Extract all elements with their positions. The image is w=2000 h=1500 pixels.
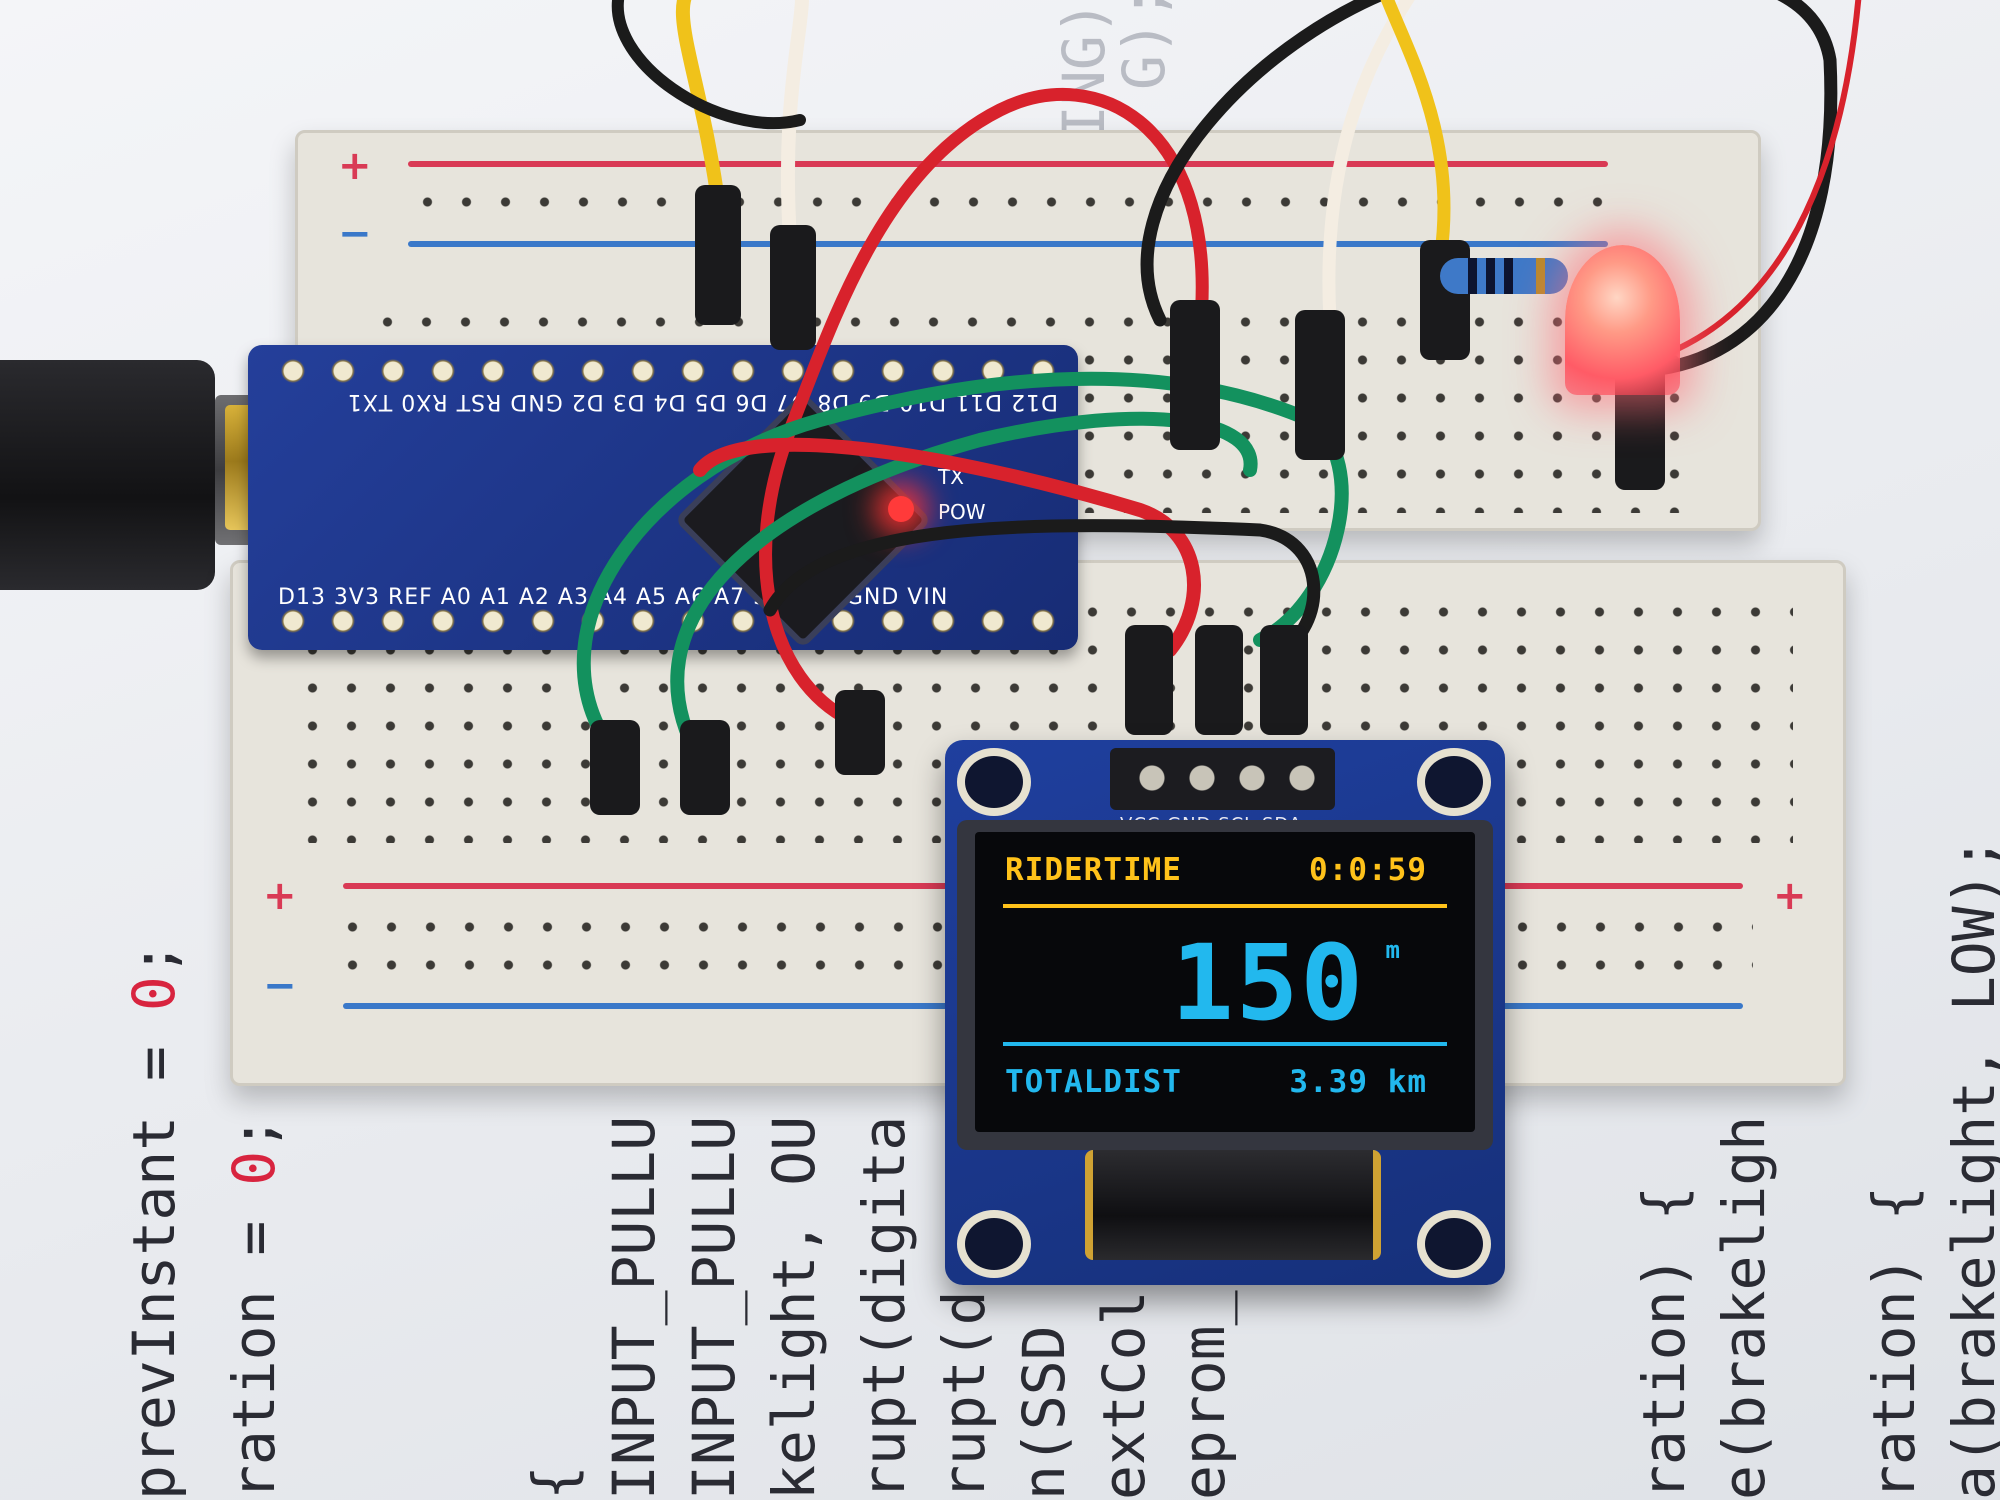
yellow-wire [1380, 0, 1451, 267]
wire-pin [590, 720, 640, 815]
minus-sign: − [263, 963, 297, 1009]
power-rail-negative [408, 241, 1608, 247]
plus-sign: + [1773, 873, 1807, 919]
wire-pin [695, 185, 741, 325]
wire-pin [680, 720, 730, 815]
green-wire [576, 371, 1349, 767]
black-wire [763, 519, 1321, 667]
plus-sign: + [338, 143, 372, 189]
wire-pin [1260, 625, 1308, 735]
black-wire [1140, 0, 1385, 327]
oled-divider-bottom [1003, 1042, 1447, 1046]
oled-divider-top [1003, 904, 1447, 908]
oled-screen: RIDERTIME 0:0:59 150 m TOTALDIST 3.39 km [975, 832, 1475, 1132]
red-wire [1647, 0, 1862, 363]
pow-label: POW [938, 500, 986, 524]
brake-light-led [1565, 245, 1680, 395]
mount-hole [957, 1210, 1031, 1278]
power-led [888, 496, 914, 522]
oled-speed-unit: m [1385, 936, 1400, 964]
oled-distance-value: 3.39 km [1289, 1064, 1427, 1100]
mount-hole [1417, 748, 1491, 816]
oled-title: RIDERTIME [1005, 852, 1182, 888]
yellow-wire [675, 0, 727, 222]
oled-speed-value: 150 [1171, 922, 1365, 1044]
red-wire [693, 437, 1201, 657]
minus-sign: − [338, 211, 372, 257]
wire-pin [1170, 300, 1220, 450]
oled-module: VCC GND SCL SDA RIDERTIME 0:0:59 150 m T… [945, 740, 1505, 1285]
resistor-band [1504, 258, 1513, 294]
nano-header-top [268, 357, 1058, 385]
oled-ride-time: 0:0:59 [1309, 852, 1427, 888]
oled-flex-cable [1085, 1150, 1381, 1260]
red-wire [759, 88, 1209, 727]
resistor-band [1468, 258, 1477, 294]
nano-header-bottom [268, 607, 1058, 635]
wire-pin [1125, 625, 1173, 735]
black-wire [1643, 0, 1838, 377]
resistor-band [1486, 258, 1495, 294]
plus-sign: + [263, 873, 297, 919]
white-wire [1322, 0, 1415, 327]
rail-holes [408, 183, 1628, 225]
mount-hole [1417, 1210, 1491, 1278]
wire-pin [770, 225, 816, 350]
resistor [1440, 258, 1568, 294]
wire-pin [835, 690, 885, 775]
black-wire [611, 0, 806, 130]
resistor-band [1536, 258, 1545, 294]
wire-pin [1295, 310, 1345, 460]
usb-cable [0, 360, 215, 590]
mount-hole [957, 748, 1031, 816]
power-rail-positive [408, 161, 1608, 167]
white-wire [781, 0, 809, 247]
oled-distance-label: TOTALDIST [1005, 1064, 1182, 1100]
wire-pin [1195, 625, 1243, 735]
oled-header-pins [1127, 758, 1327, 798]
